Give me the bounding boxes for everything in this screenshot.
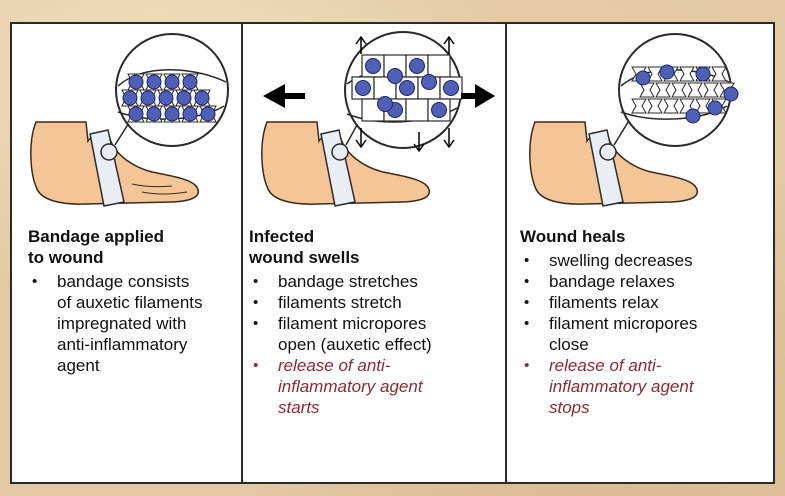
agent-particle <box>724 87 738 101</box>
bullet: filament micropores close <box>520 313 770 355</box>
agent-particle <box>141 91 155 105</box>
agent-particle <box>432 103 447 118</box>
magnifier-circle <box>116 34 228 146</box>
agent-particle <box>183 107 197 121</box>
agent-particle <box>123 91 137 105</box>
agent-particle <box>183 75 197 89</box>
bullet: filament micropores open (auxetic effect… <box>249 313 503 355</box>
panel-2-bullets: bandage stretches filaments stretch fila… <box>249 271 503 418</box>
auxetic-bandage-figure: Bandage applied to wound bandage consist… <box>10 22 775 484</box>
agent-particle <box>660 65 674 79</box>
bullet: bandage stretches <box>249 271 503 292</box>
panel-3-title: Wound heals <box>520 226 770 247</box>
agent-particle <box>356 81 371 96</box>
lattice-cell <box>406 99 428 121</box>
bullet-highlight: release of anti- inflammatory agent star… <box>249 355 503 418</box>
bullet: filaments stretch <box>249 292 503 313</box>
lattice-cell <box>428 55 450 77</box>
panel-3-illustration <box>507 24 759 234</box>
panel-1-illustration <box>12 24 264 234</box>
agent-particle <box>147 107 161 121</box>
agent-particle <box>147 75 161 89</box>
panel-1-title: Bandage applied to wound <box>28 226 240 268</box>
agent-particle <box>378 97 393 112</box>
magnifier-circle <box>619 34 738 146</box>
magnifier-circle <box>345 32 462 148</box>
agent-particle <box>177 91 191 105</box>
bullet: bandage relaxes <box>520 271 770 292</box>
panel-1-caption: Bandage applied to wound bandage consist… <box>28 226 240 376</box>
agent-particle <box>195 91 209 105</box>
panel-2-illustration <box>243 24 495 234</box>
panel-1-bullets: bandage consists of auxetic filaments im… <box>28 271 240 376</box>
agent-particle <box>686 109 700 123</box>
agent-particle <box>400 81 415 96</box>
agent-particle <box>422 75 437 90</box>
agent-particle <box>165 107 179 121</box>
panel-2-title: Infected wound swells <box>249 226 503 268</box>
agent-particle <box>165 75 179 89</box>
agent-particle <box>410 59 425 74</box>
bullet: filaments relax <box>520 292 770 313</box>
bandage-spot <box>101 144 117 160</box>
agent-particle <box>388 69 403 84</box>
agent-particle <box>129 75 143 89</box>
agent-particle <box>129 107 143 121</box>
agent-particle <box>366 59 381 74</box>
agent-particle <box>201 107 215 121</box>
agent-particle <box>444 81 459 96</box>
bullet: bandage consists of auxetic filaments im… <box>28 271 240 376</box>
panel-2-caption: Infected wound swells bandage stretches … <box>249 226 503 418</box>
agent-particle <box>696 67 710 81</box>
panel-3-bullets: swelling decreases bandage relaxes filam… <box>520 250 770 418</box>
bullet: swelling decreases <box>520 250 770 271</box>
bullet-highlight: release of anti- inflammatory agent stop… <box>520 355 770 418</box>
agent-particle <box>159 91 173 105</box>
panel-3-caption: Wound heals swelling decreases bandage r… <box>520 226 770 418</box>
agent-particle <box>636 71 650 85</box>
agent-particle <box>708 101 722 115</box>
